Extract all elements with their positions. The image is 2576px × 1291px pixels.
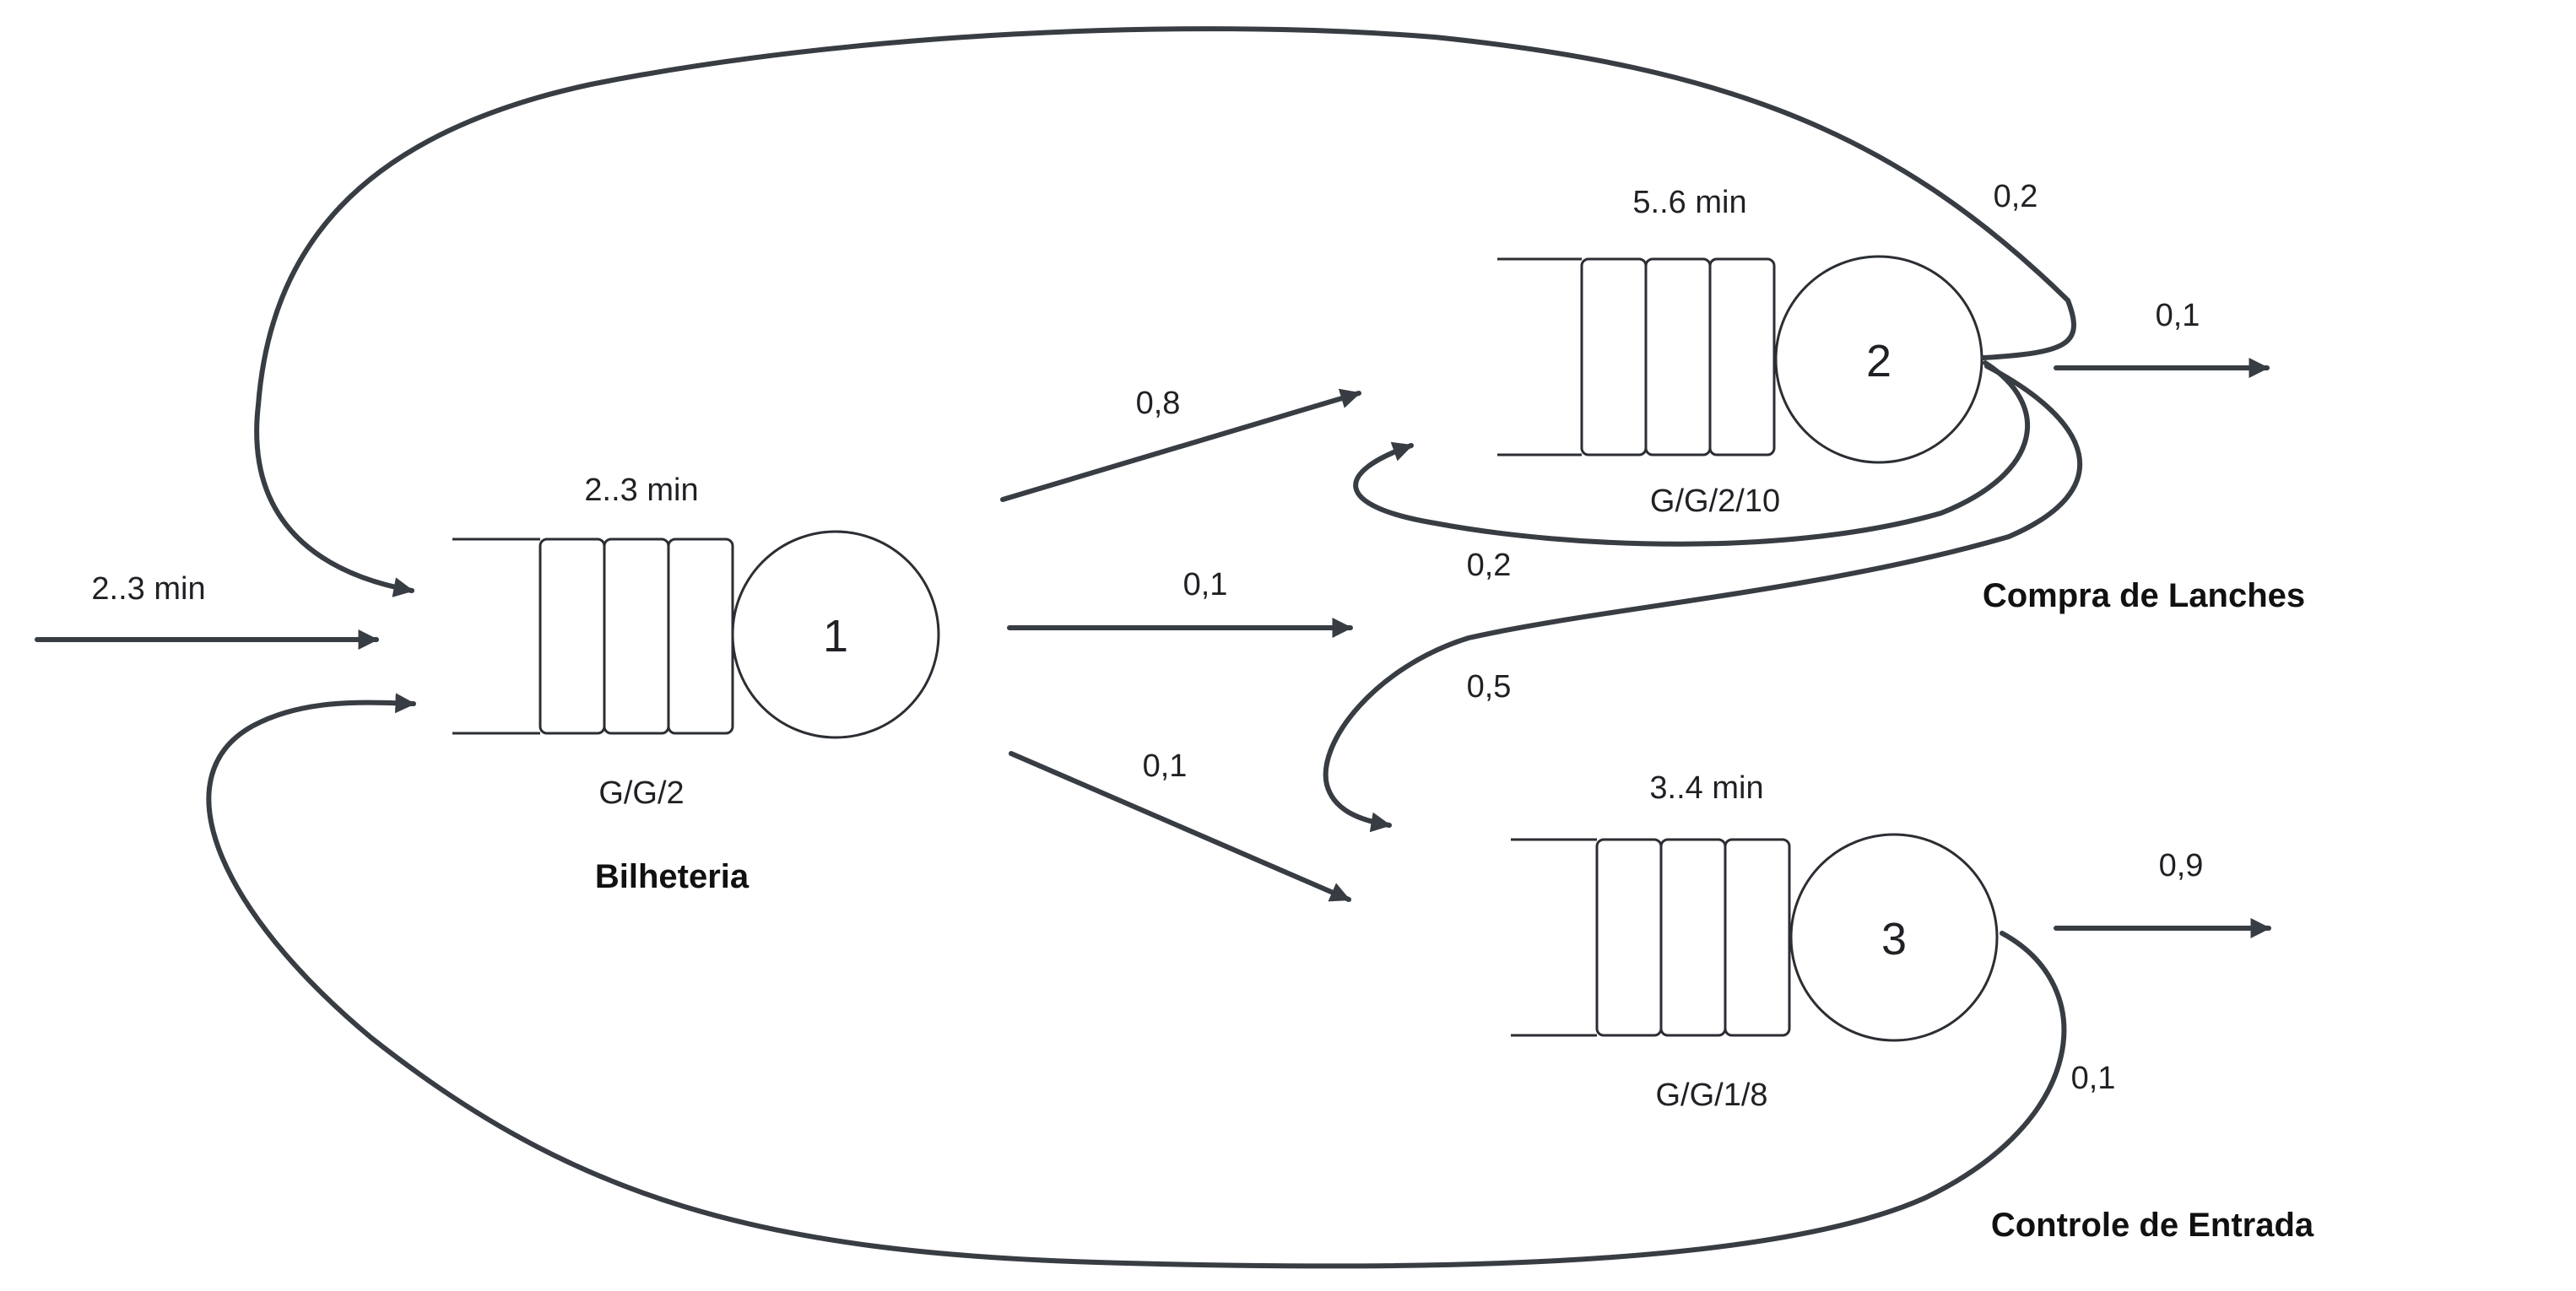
station-1-service-time: 2..3 min xyxy=(584,473,698,508)
route-2-out: 0,1 xyxy=(2054,298,2270,378)
route-1-to-3: 0,1 xyxy=(1009,748,1351,902)
station-1-queue-slot xyxy=(667,537,734,735)
station-3-queue-slot xyxy=(1595,838,1663,1037)
route-2-to-2: 0,2 xyxy=(1353,360,2030,583)
station-3-server-number: 3 xyxy=(1881,914,1907,964)
station-3: 3 3..4 min G/G/1/8 Controle de Entrada xyxy=(1511,770,2314,1244)
station-2-name: Compra de Lanches xyxy=(1983,577,2305,614)
station-3-queue-slot xyxy=(1724,838,1791,1037)
route-3-to-1-arrow xyxy=(206,693,2067,1269)
route-3-out-prob: 0,9 xyxy=(2159,848,2204,883)
station-3-name: Controle de Entrada xyxy=(1991,1207,2314,1244)
route-2-to-3-arrow xyxy=(1323,364,2083,833)
station-1-queue-slot xyxy=(538,537,606,735)
station-2-queue-slot xyxy=(1580,257,1648,456)
route-1-to-2-arrow xyxy=(1000,388,1361,502)
route-2-to-1-arrow xyxy=(254,26,2076,597)
route-2-to-2-prob: 0,2 xyxy=(1467,548,1512,583)
station-2-queue-slot xyxy=(1644,257,1712,456)
route-1-out-prob: 0,1 xyxy=(1183,567,1228,602)
route-3-to-1-prob: 0,1 xyxy=(2071,1061,2116,1096)
arrival-time-label: 2..3 min xyxy=(91,571,205,607)
route-2-to-1: 0,2 xyxy=(254,26,2076,597)
station-2-notation: G/G/2/10 xyxy=(1650,483,1780,519)
route-3-out: 0,9 xyxy=(2054,848,2271,938)
route-2-to-3: 0,5 xyxy=(1323,364,2083,833)
external-arrival: 2..3 min xyxy=(35,571,379,650)
route-1-to-2: 0,8 xyxy=(1000,386,1361,502)
station-3-service-time: 3..4 min xyxy=(1649,770,1763,806)
station-1-name: Bilheteria xyxy=(595,858,750,895)
route-2-out-prob: 0,1 xyxy=(2156,298,2200,333)
station-3-queue-slot xyxy=(1659,838,1727,1037)
route-1-to-2-prob: 0,8 xyxy=(1136,386,1181,421)
station-1: 1 2..3 min G/G/2 Bilheteria xyxy=(452,473,940,895)
station-2-queue-slot xyxy=(1708,257,1776,456)
route-1-out: 0,1 xyxy=(1007,567,1353,638)
route-1-to-3-prob: 0,1 xyxy=(1143,748,1188,784)
route-2-to-1-prob: 0,2 xyxy=(1994,179,2038,214)
station-1-server-number: 1 xyxy=(823,611,848,662)
route-2-to-2-arrow xyxy=(1353,360,2030,547)
station-3-server xyxy=(1789,833,1999,1042)
station-1-server xyxy=(731,530,940,739)
route-2-to-3-prob: 0,5 xyxy=(1467,669,1512,705)
station-2-service-time: 5..6 min xyxy=(1632,185,1746,220)
route-1-to-3-arrow xyxy=(1009,751,1351,902)
station-1-notation: G/G/2 xyxy=(598,775,684,811)
station-1-queue-slot xyxy=(603,537,670,735)
station-2: 2 5..6 min G/G/2/10 Compra de Lanches xyxy=(1497,185,2305,614)
station-3-notation: G/G/1/8 xyxy=(1655,1078,1767,1113)
route-3-to-1: 0,1 xyxy=(206,693,2116,1269)
station-2-server-number: 2 xyxy=(1866,336,1891,386)
